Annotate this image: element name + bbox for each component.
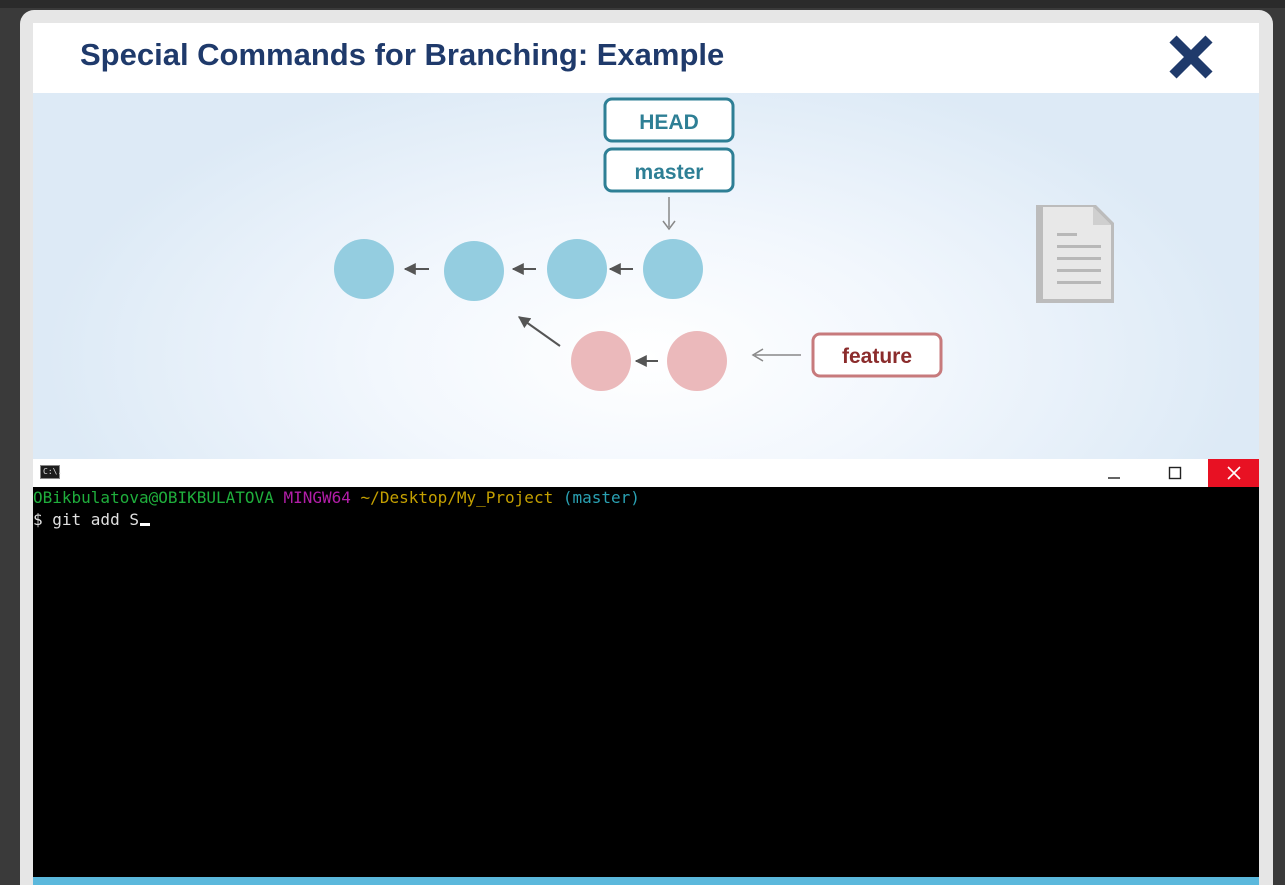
top-strip xyxy=(0,0,1285,8)
feature-commit-node xyxy=(571,331,631,391)
maximize-button[interactable] xyxy=(1152,459,1198,487)
prompt-path: ~/Desktop/My_Project xyxy=(360,488,554,507)
bottom-strip xyxy=(33,877,1259,885)
window-close-button[interactable] xyxy=(1208,459,1259,487)
close-icon xyxy=(1226,466,1241,480)
prompt-shell: MINGW64 xyxy=(283,488,351,507)
master-label: master xyxy=(603,147,735,193)
feature-label-text: feature xyxy=(842,345,912,368)
slide-title: Special Commands for Branching: Example xyxy=(80,37,725,72)
commit-node-head xyxy=(643,239,703,299)
minimize-button[interactable] xyxy=(1091,459,1137,487)
master-label-text: master xyxy=(635,161,704,184)
commit-node xyxy=(547,239,607,299)
close-icon[interactable] xyxy=(1167,33,1215,81)
terminal-titlebar: C:\. xyxy=(33,459,1259,487)
command-text: $ git add S xyxy=(33,510,139,529)
prompt-user-host: OBikbulatova@OBIKBULATOVA xyxy=(33,488,274,507)
command-line[interactable]: $ git add S xyxy=(33,509,150,531)
prompt-line: OBikbulatova@OBIKBULATOVA MINGW64 ~/Desk… xyxy=(33,487,640,509)
head-label-text: HEAD xyxy=(639,111,699,134)
terminal-output[interactable]: OBikbulatova@OBIKBULATOVA MINGW64 ~/Desk… xyxy=(33,487,1259,877)
document-icon xyxy=(1036,205,1114,303)
console-icon: C:\. xyxy=(40,465,62,479)
commit-node xyxy=(444,241,504,301)
feature-label: feature xyxy=(811,332,943,378)
branch-point-arrow xyxy=(518,316,561,347)
head-label: HEAD xyxy=(603,97,735,143)
branch-diagram: HEAD master feature xyxy=(33,93,1259,459)
diagram-canvas: HEAD master feature xyxy=(334,97,1114,391)
feature-commit-node xyxy=(667,331,727,391)
prompt-branch: (master) xyxy=(562,488,640,507)
commit-node xyxy=(334,239,394,299)
minimize-icon xyxy=(1108,477,1120,479)
text-cursor xyxy=(139,523,150,526)
slide-header: Special Commands for Branching: Example xyxy=(33,23,1259,93)
maximize-icon xyxy=(1168,466,1182,480)
